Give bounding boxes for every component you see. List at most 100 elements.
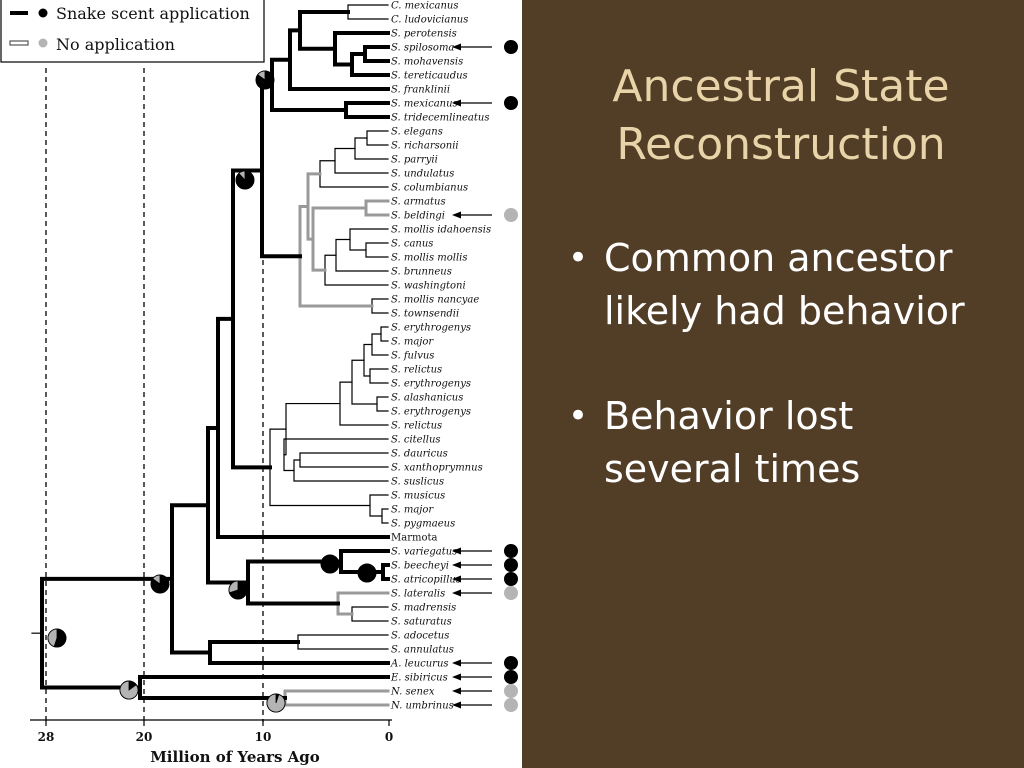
- tip-label: S. armatus: [391, 197, 446, 208]
- tree-branch: [297, 634, 389, 650]
- tip-label: S. saturatus: [391, 617, 452, 628]
- arrow-head-icon: [452, 547, 461, 555]
- tip-label: S. variegatus: [391, 547, 457, 558]
- tree-branch: [270, 57, 348, 112]
- tip-state-dot: [504, 656, 518, 670]
- arrow-head-icon: [452, 589, 461, 597]
- arrow-head-icon: [452, 211, 461, 219]
- tip-label: S. richarsonii: [391, 141, 459, 152]
- tip-label: S. erythrogenys: [391, 323, 471, 334]
- tip-state-dot: [504, 208, 518, 222]
- tip-state-dot: [504, 670, 518, 684]
- bullet-list: Common ancestor likely had behavior Beha…: [562, 232, 1002, 548]
- arrow-head-icon: [452, 701, 461, 709]
- tip-label: S. columbianus: [391, 183, 468, 194]
- tip-label: S. relictus: [391, 421, 442, 432]
- x-axis-label: Million of Years Ago: [150, 748, 320, 766]
- arrow-head-icon: [452, 659, 461, 667]
- ancestral-state-node: [47, 628, 67, 648]
- tip-label: S. washingtoni: [391, 281, 466, 292]
- tip-label: S. suslicus: [391, 477, 444, 488]
- tree-branch: [138, 675, 390, 700]
- tip-state-dot: [504, 96, 518, 110]
- tree-branch: [347, 4, 389, 20]
- tick-label-10: 10: [255, 730, 272, 744]
- tip-state-dot: [504, 558, 518, 572]
- legend-gray-dot-icon: [38, 38, 48, 48]
- ancestral-state-node: [119, 680, 139, 700]
- tip-label: S. relictus: [391, 365, 442, 376]
- tick-label-0: 0: [385, 730, 393, 744]
- arrow-head-icon: [452, 99, 461, 107]
- tree-branch: [336, 591, 390, 616]
- tree-branch: [364, 199, 390, 217]
- ancestral-state-node: [320, 554, 340, 574]
- legend: Snake scent application No application: [0, 0, 265, 63]
- tip-state-dot: [504, 544, 518, 558]
- ancestral-state-node: [150, 574, 170, 594]
- tip-label: S. lateralis: [391, 589, 445, 600]
- bullet-item: Behavior lost several times: [562, 390, 1002, 496]
- tip-label: C. mexicanus: [391, 1, 458, 12]
- tree-branch: [206, 425, 250, 585]
- tree-branch: [344, 101, 390, 119]
- tree-branch: [334, 147, 389, 174]
- tree-branch: [369, 368, 389, 384]
- tip-label: S. fulvus: [391, 351, 434, 362]
- arrow-head-icon: [452, 575, 461, 583]
- tree-branch: [363, 45, 390, 63]
- tree-branch: [350, 52, 390, 77]
- tree-branch: [349, 228, 389, 251]
- tip-label: S. mollis idahoensis: [391, 225, 491, 236]
- tree-branch: [371, 333, 389, 356]
- tip-label: S. mollis nancyae: [391, 295, 479, 306]
- tick-label-28: 28: [38, 730, 55, 744]
- tip-label: S. mohavensis: [391, 57, 463, 68]
- tip-label: S. tereticaudus: [391, 71, 468, 82]
- tip-label: S. erythrogenys: [391, 379, 471, 390]
- tip-label: S. tridecemlineatus: [391, 113, 489, 124]
- time-axis: 28 20 10 0 Million of Years Ago: [30, 719, 393, 766]
- tree-branch: [324, 254, 389, 286]
- tip-label: S. canus: [391, 239, 433, 250]
- arrow-head-icon: [452, 673, 461, 681]
- legend-gray-line-icon: [9, 40, 29, 46]
- tree-branch: [363, 343, 373, 377]
- ancestral-state-node: [235, 170, 255, 190]
- tip-label: S. major: [391, 337, 434, 348]
- tick-label-20: 20: [136, 730, 153, 744]
- tip-label: S. musicus: [391, 491, 445, 502]
- tree-branch: [354, 137, 389, 160]
- legend-applies-label: Snake scent application: [56, 4, 250, 23]
- ancestral-state-nodes: [47, 70, 377, 713]
- arrow-head-icon: [452, 43, 461, 51]
- phylogenetic-tree: Snake scent application No application 2…: [0, 0, 518, 766]
- tree-branch: [369, 494, 389, 517]
- tip-label: S. townsendii: [391, 309, 459, 320]
- tip-label: S. madrensis: [391, 603, 456, 614]
- tip-label: S. pygmaeus: [391, 519, 455, 530]
- tip-label: S. alashanicus: [391, 393, 463, 404]
- tip-label: S. atricopillus: [391, 575, 461, 586]
- tip-label: S. perotensis: [391, 29, 457, 40]
- tip-label: S. adocetus: [391, 631, 449, 642]
- tip-label: S. mollis mollis: [391, 253, 468, 264]
- tip-label: N. senex: [390, 687, 435, 698]
- tip-label: S. citellus: [391, 435, 441, 446]
- tree-branch: [283, 402, 341, 456]
- tip-label: S. dauricus: [391, 449, 448, 460]
- tip-label: Marmota: [391, 533, 438, 544]
- tip-label: S. spilosoma: [391, 43, 454, 54]
- tree-branch: [208, 640, 390, 665]
- tip-label: S. mexicanus: [391, 99, 458, 110]
- tree-branch: [376, 396, 389, 412]
- tip-state-dot: [504, 586, 518, 600]
- tip-label: E. sibiricus: [390, 673, 448, 684]
- tip-label: S. major: [391, 505, 434, 516]
- tree-branch: [380, 326, 389, 342]
- arrow-head-icon: [452, 561, 461, 569]
- phylogeny-figure: Snake scent application No application 2…: [0, 0, 518, 766]
- tip-label: S. undulatus: [391, 169, 454, 180]
- tree-branch: [170, 503, 212, 655]
